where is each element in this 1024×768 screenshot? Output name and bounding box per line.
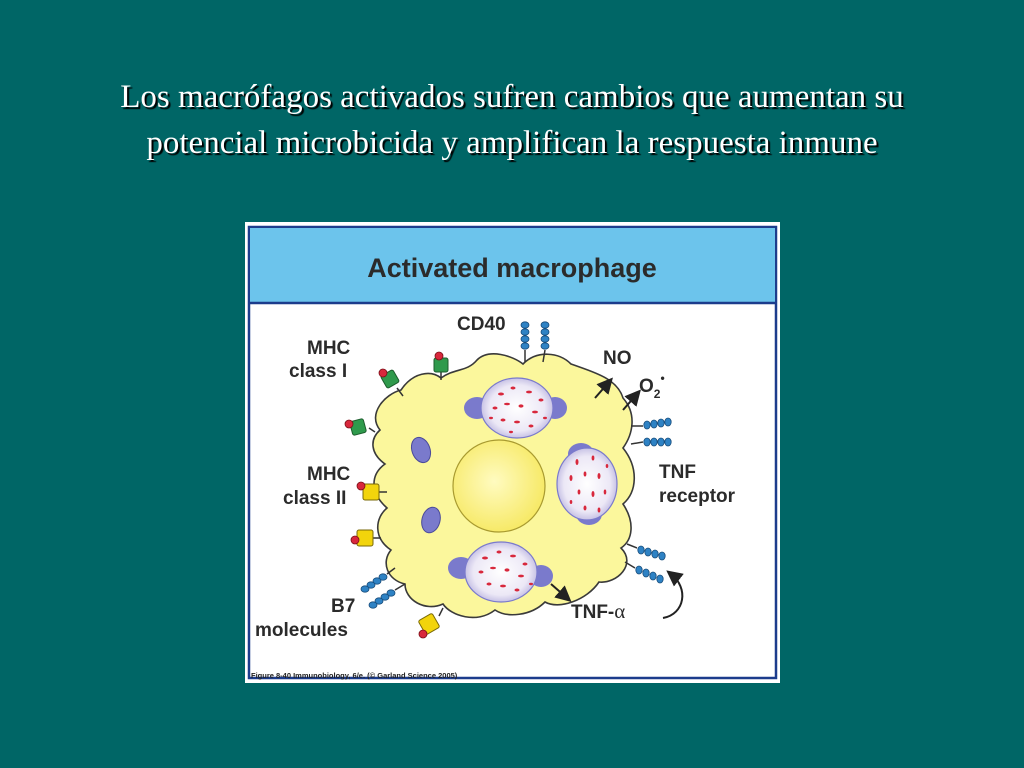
tnf-receptors xyxy=(624,417,672,584)
label-tnf-receptor-2: receptor xyxy=(659,486,736,507)
o2-arrow xyxy=(622,389,641,411)
label-mhc-class-ii-1: MHC xyxy=(307,464,351,485)
label-tnf-receptor-1: TNF xyxy=(659,462,696,483)
macrophage-diagram: Activated macrophage xyxy=(247,225,778,680)
label-b7-2: molecules xyxy=(255,620,348,641)
no-arrow xyxy=(594,377,613,399)
cd40-receptors xyxy=(520,321,550,363)
mhc-class-i-molecules xyxy=(344,351,449,436)
label-o2: O2• xyxy=(639,371,665,401)
figure-header: Activated macrophage xyxy=(367,253,657,283)
lysosome xyxy=(410,436,432,464)
label-mhc-class-ii-2: class II xyxy=(283,488,346,509)
b7-molecules xyxy=(360,567,406,609)
label-no: NO xyxy=(603,348,632,369)
figure-caption: Figure 8-40 Immunobiology, 6/e. (© Garla… xyxy=(251,671,458,680)
tnf-alpha-arrow xyxy=(550,583,572,602)
label-tnf-alpha: TNF-α xyxy=(571,599,625,623)
label-mhc-class-i-1: MHC xyxy=(307,338,351,359)
slide-title: Los macrófagos activados sufren cambios … xyxy=(40,74,984,166)
phagosome-right xyxy=(556,443,618,525)
label-cd40: CD40 xyxy=(457,314,506,335)
title-line-2: potencial microbicida y amplifican la re… xyxy=(146,125,878,161)
figure-header-bg xyxy=(250,228,775,303)
autocrine-arrow xyxy=(662,570,684,619)
mhc-class-ii-molecules xyxy=(350,481,444,639)
macrophage-figure: Activated macrophage xyxy=(245,222,780,683)
label-b7-1: B7 xyxy=(331,596,355,617)
nucleus xyxy=(452,439,546,533)
label-mhc-class-i-2: class I xyxy=(289,361,347,382)
phagosome-top xyxy=(464,377,567,439)
phagosome-bottom xyxy=(448,541,553,603)
title-line-1: Los macrófagos activados sufren cambios … xyxy=(120,79,904,115)
lysosome xyxy=(421,506,441,534)
